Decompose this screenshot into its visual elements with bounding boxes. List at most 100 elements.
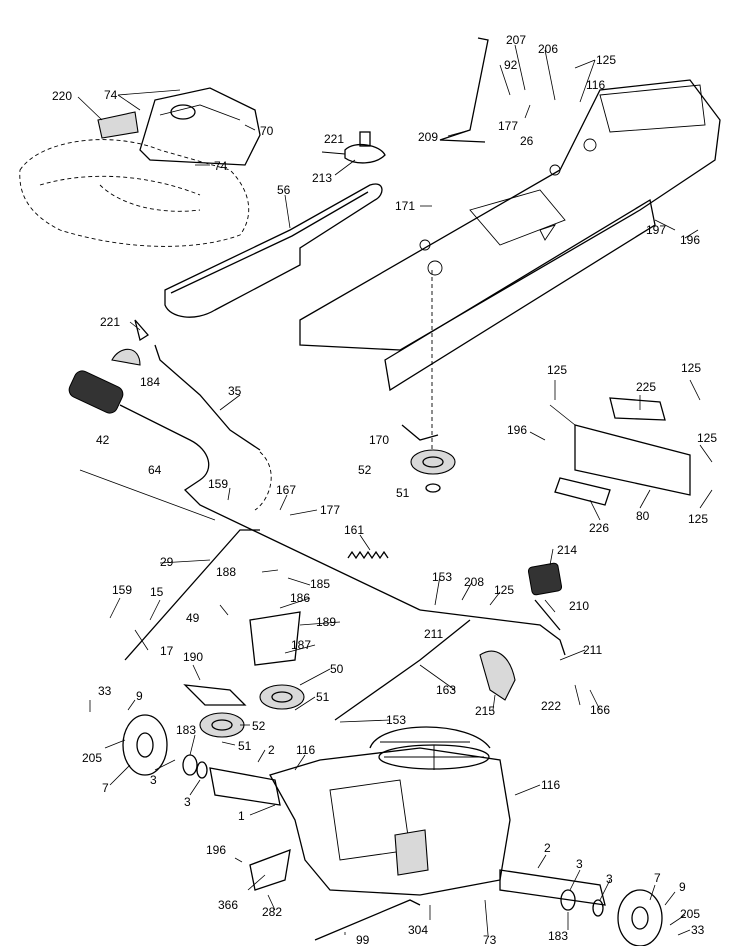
rod-99 (314, 899, 421, 941)
label-159: 159 (112, 583, 132, 597)
label-3: 3 (184, 795, 191, 809)
part-labels: 220 74 70 74 56 221 213 171 209 207 92 2… (52, 33, 717, 946)
label-163: 163 (436, 683, 456, 697)
label-196: 196 (206, 843, 226, 857)
bracket-366 (249, 848, 291, 891)
label-189: 189 (316, 615, 336, 629)
label-52: 52 (252, 719, 266, 733)
idler-pulleys (183, 611, 305, 738)
label-33: 33 (98, 684, 112, 698)
label-177: 177 (320, 503, 340, 517)
label-3: 3 (606, 872, 613, 886)
label-225: 225 (636, 380, 656, 394)
label-205: 205 (680, 907, 700, 921)
label-3: 3 (576, 857, 583, 871)
label-206: 206 (538, 42, 558, 56)
label-56: 56 (277, 183, 291, 197)
label-184: 184 (140, 375, 160, 389)
pulley-52-top (401, 270, 456, 493)
label-49: 49 (186, 611, 200, 625)
label-211: 211 (424, 627, 443, 641)
label-209: 209 (418, 130, 438, 144)
label-3: 3 (150, 773, 157, 787)
label-220: 220 (52, 89, 72, 103)
label-70: 70 (260, 124, 274, 138)
label-207: 207 (506, 33, 526, 47)
label-9: 9 (136, 689, 143, 703)
label-222: 222 (541, 699, 561, 713)
brake-rod (334, 619, 471, 721)
label-196: 196 (680, 233, 700, 247)
label-166: 166 (590, 703, 610, 717)
bracket-assembly-80 (549, 397, 691, 506)
label-125: 125 (547, 363, 567, 377)
label-188: 188 (216, 565, 236, 579)
label-226: 226 (589, 521, 609, 535)
label-26: 26 (520, 134, 534, 148)
label-2: 2 (544, 841, 551, 855)
label-80: 80 (636, 509, 650, 523)
label-304: 304 (408, 923, 428, 937)
label-125: 125 (494, 583, 514, 597)
label-64: 64 (148, 463, 162, 477)
label-208: 208 (464, 575, 484, 589)
label-9: 9 (679, 880, 686, 894)
chassis-frame (299, 79, 721, 392)
label-73: 73 (483, 933, 497, 946)
drive-belt (164, 183, 383, 318)
label-183: 183 (548, 929, 568, 943)
label-35: 35 (228, 384, 242, 398)
label-153: 153 (386, 713, 406, 727)
label-116: 116 (586, 78, 605, 92)
label-50: 50 (330, 662, 344, 676)
label-7: 7 (654, 871, 661, 885)
label-74: 74 (214, 159, 228, 173)
label-125: 125 (688, 512, 708, 526)
label-17: 17 (160, 644, 174, 658)
label-213: 213 (312, 171, 332, 185)
spring-161 (347, 550, 389, 560)
lift-lever-assembly (68, 344, 421, 611)
label-170: 170 (369, 433, 389, 447)
label-74: 74 (104, 88, 118, 102)
label-159: 159 (208, 477, 228, 491)
label-33: 33 (691, 923, 705, 937)
label-185: 185 (310, 577, 330, 591)
label-92: 92 (504, 58, 518, 72)
label-116: 116 (296, 743, 315, 757)
label-215: 215 (475, 704, 495, 718)
label-116: 116 (541, 778, 560, 792)
transaxle (209, 726, 606, 906)
wheel-hub-right (560, 889, 663, 946)
label-125: 125 (681, 361, 701, 375)
knob-184 (111, 319, 149, 366)
label-99: 99 (356, 933, 370, 946)
belt-guide-213 (321, 131, 386, 164)
label-210: 210 (569, 599, 589, 613)
pedal-rod (124, 529, 260, 661)
label-51: 51 (238, 739, 252, 753)
label-1: 1 (238, 809, 245, 823)
label-214: 214 (557, 543, 577, 557)
label-161: 161 (344, 523, 364, 537)
label-197: 197 (646, 223, 666, 237)
label-177: 177 (498, 119, 518, 133)
label-190: 190 (183, 650, 203, 664)
label-29: 29 (160, 555, 174, 569)
label-167: 167 (276, 483, 296, 497)
label-196: 196 (507, 423, 527, 437)
label-282: 282 (262, 905, 282, 919)
fender-assembly (19, 87, 261, 247)
label-211: 211 (583, 643, 602, 657)
label-153: 153 (432, 570, 452, 584)
label-221: 221 (100, 315, 120, 329)
label-2: 2 (268, 743, 275, 757)
label-186: 186 (290, 591, 310, 605)
label-42: 42 (96, 433, 110, 447)
label-183: 183 (176, 723, 196, 737)
label-366: 366 (218, 898, 238, 912)
label-7: 7 (102, 781, 109, 795)
label-187: 187 (291, 638, 311, 652)
wheel-hub-left (122, 714, 208, 779)
